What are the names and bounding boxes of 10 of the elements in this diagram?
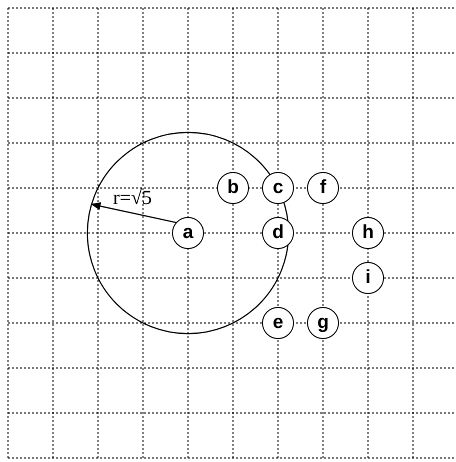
letter-circle: h [352,217,384,249]
letter-circle: d [262,217,294,249]
radius-label: r=√5 [113,188,152,208]
letter-circle: c [262,172,294,204]
letter-circle: g [307,307,339,339]
letter-circle: b [217,172,249,204]
letter-circle: a [172,217,204,249]
letter-circle: i [352,262,384,294]
letter-circle: f [307,172,339,204]
letter-circle: e [262,307,294,339]
